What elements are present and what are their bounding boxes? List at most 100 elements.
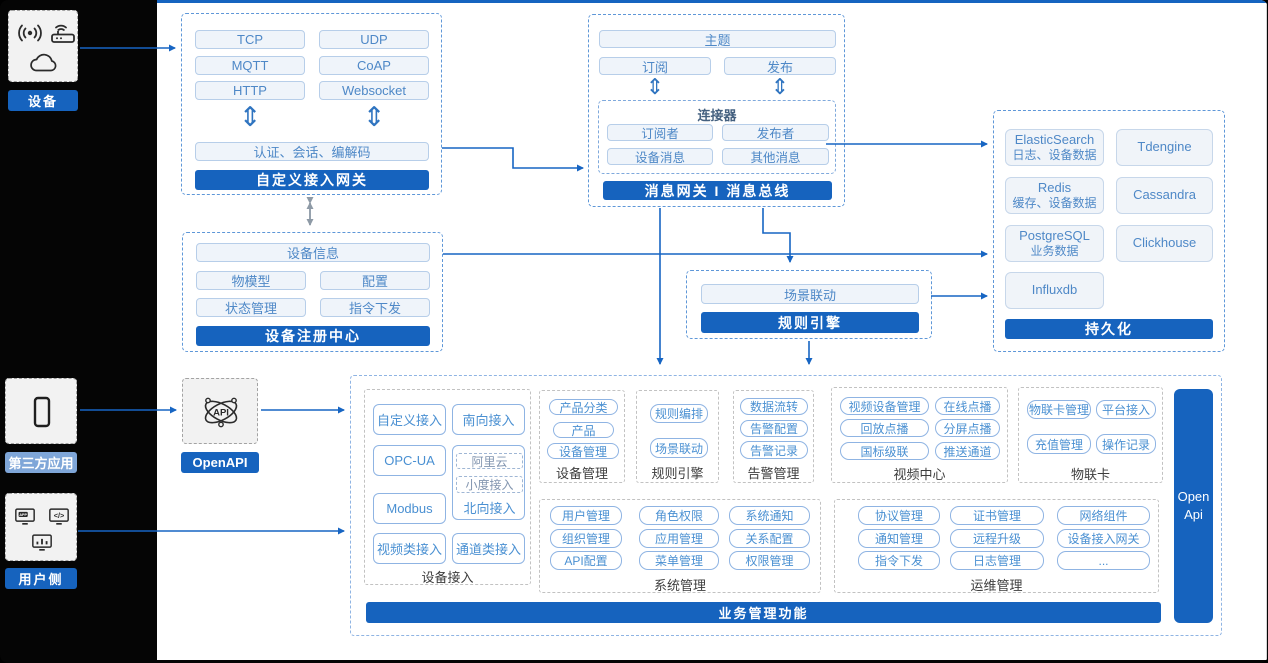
protocol-pill-mqtt: MQTT	[195, 56, 305, 75]
user-mgmt-pill: 用户管理	[550, 506, 622, 525]
platform-access-pill: 平台接入	[1096, 400, 1156, 419]
db-name: Redis	[1037, 179, 1072, 195]
topic-pill: 主题	[599, 30, 836, 48]
protocol-pill-coap: CoAP	[319, 56, 429, 75]
message-bus-box: 主题 订阅 发布 ⇕ ⇕ 连接器 订阅者 发布者 设备消息 其他消息 消息网关 …	[588, 14, 845, 207]
channel-access-pill: 通道类接入	[452, 533, 525, 564]
data-flow-pill: 数据流转	[740, 398, 808, 415]
gb-cascade-pill: 国标级联	[840, 442, 929, 460]
router-icon	[49, 22, 77, 49]
db-cell-elasticsearch: ElasticSearch 日志、设备数据	[1005, 129, 1104, 166]
subscriber-pill: 订阅者	[607, 124, 713, 141]
db-name: ElasticSearch	[1014, 131, 1095, 147]
menu-mgmt-pill: 菜单管理	[639, 551, 719, 570]
rule-engine-box: 场景联动 规则引擎	[686, 270, 932, 339]
video-access-pill: 视频类接入	[373, 533, 446, 564]
db-name: Tdengine	[1137, 139, 1192, 155]
custom-access-pill: 自定义接入	[373, 404, 446, 435]
device-label: 设备	[8, 90, 78, 111]
third-party-label: 第三方应用	[5, 452, 77, 473]
product-pill: 产品	[553, 422, 614, 438]
custom-gateway-title-bar: 自定义接入网关	[195, 170, 429, 190]
playback-pill: 回放点播	[840, 419, 929, 437]
log-mgmt-pill: 日志管理	[950, 551, 1044, 570]
db-name: Influxdb	[1031, 282, 1078, 298]
protocol-pill-websocket: Websocket	[319, 81, 429, 100]
third-party-icon-box	[5, 378, 77, 444]
scene-linkage-pill: 场景联动	[701, 284, 919, 304]
auth-session-codec-pill: 认证、会话、编解码	[195, 142, 429, 161]
alert-config-pill: 告警配置	[740, 420, 808, 437]
northbound-access-label: 北向接入	[463, 501, 516, 516]
section-system-mgmt: 用户管理 角色权限 系统通知 组织管理 应用管理 关系配置 API配置 菜单管理…	[539, 499, 821, 593]
cert-mgmt-pill: 证书管理	[950, 506, 1044, 525]
db-cell-cassandra: Cassandra	[1116, 177, 1213, 214]
svg-text:</>: </>	[54, 511, 65, 520]
status-mgmt-pill: 状态管理	[196, 298, 306, 317]
updown-double-arrow-icon: ⇕	[362, 102, 386, 133]
scene-linkage-pill: 场景联动	[650, 438, 708, 458]
section-device-access: 自定义接入 南向接入 OPC-UA 阿里云 小度接入 北向接入 Modbus 视…	[364, 389, 531, 585]
persistence-title-bar: 持久化	[1005, 319, 1213, 339]
iot-card-label: 物联卡	[1070, 467, 1110, 482]
updown-double-arrow-icon: ⇕	[238, 102, 262, 133]
device-mgmt-pill: 设备管理	[547, 443, 619, 459]
device-registry-title-bar: 设备注册中心	[196, 326, 430, 346]
db-cell-postgresql: PostgreSQL 业务数据	[1005, 225, 1104, 262]
updown-double-arrow-icon: ⇕	[770, 75, 790, 100]
section-video-center: 视频设备管理 在线点播 回放点播 分屏点播 国标级联 推送通道 视频中心	[831, 387, 1008, 483]
alert-mgmt-label: 告警管理	[747, 466, 800, 481]
svg-text:APP: APP	[19, 513, 27, 517]
relation-config-pill: 关系配置	[729, 529, 810, 548]
business-management-box: 自定义接入 南向接入 OPC-UA 阿里云 小度接入 北向接入 Modbus 视…	[350, 375, 1222, 636]
custom-gateway-box: TCP UDP MQTT CoAP HTTP Websocket ⇕ ⇕ 认证、…	[181, 13, 442, 195]
modbus-pill: Modbus	[373, 493, 446, 524]
rule-engine-title-bar: 规则引擎	[701, 312, 919, 333]
db-cell-clickhouse: Clickhouse	[1116, 225, 1213, 262]
protocol-mgmt-pill: 协议管理	[858, 506, 940, 525]
phone-icon	[32, 396, 52, 433]
db-name: Clickhouse	[1132, 235, 1197, 251]
system-notice-pill: 系统通知	[729, 506, 810, 525]
iot-card-mgmt-pill: 物联卡管理	[1027, 400, 1091, 419]
split-screen-pill: 分屏点播	[935, 419, 1000, 437]
alert-record-pill: 告警记录	[740, 441, 808, 459]
connector-box: 连接器 订阅者 发布者 设备消息 其他消息	[598, 100, 836, 174]
app-monitor-icon: APP	[14, 507, 36, 531]
system-mgmt-label: 系统管理	[653, 578, 706, 593]
db-cell-tdengine: Tdengine	[1116, 129, 1213, 166]
svg-text:API: API	[213, 408, 229, 419]
command-dispatch-pill: 指令下发	[858, 551, 940, 570]
product-category-pill: 产品分类	[549, 399, 618, 415]
db-desc: 日志、设备数据	[1012, 148, 1097, 163]
user-side-icon-box: APP </>	[5, 493, 77, 561]
remote-upgrade-pill: 远程升级	[950, 529, 1044, 548]
role-permission-pill: 角色权限	[639, 506, 719, 525]
config-pill: 配置	[320, 271, 430, 290]
connector-title: 连接器	[697, 108, 737, 123]
rule-engine-label: 规则引擎	[651, 466, 704, 481]
business-title-bar: 业务管理功能	[366, 602, 1161, 623]
db-name: Cassandra	[1133, 187, 1196, 203]
device-message-pill: 设备消息	[607, 148, 713, 165]
cloud-icon	[29, 53, 59, 79]
api-config-pill: API配置	[550, 551, 622, 570]
network-component-pill: 网络组件	[1057, 506, 1150, 525]
southbound-access-pill: 南向接入	[452, 404, 525, 435]
publish-pill: 发布	[724, 57, 836, 75]
notice-mgmt-pill: 通知管理	[858, 529, 940, 548]
protocol-pill-tcp: TCP	[195, 30, 305, 49]
operation-record-pill: 操作记录	[1096, 434, 1156, 454]
openapi-icon-box: API	[182, 378, 258, 444]
video-device-mgmt-pill: 视频设备管理	[840, 397, 929, 415]
db-cell-influxdb: Influxdb	[1005, 272, 1104, 309]
permission-mgmt-pill: 权限管理	[729, 551, 810, 570]
open-api-vertical-bar: Open Api	[1174, 389, 1213, 623]
device-mgmt-label: 设备管理	[555, 466, 608, 481]
section-ops-mgmt: 协议管理 证书管理 网络组件 通知管理 远程升级 设备接入网关 指令下发 日志管…	[834, 499, 1159, 593]
xiaodu-access-pill: 小度接入	[456, 476, 523, 493]
app-mgmt-pill: 应用管理	[639, 529, 719, 548]
org-mgmt-pill: 组织管理	[550, 529, 622, 548]
online-play-pill: 在线点播	[935, 397, 1000, 415]
